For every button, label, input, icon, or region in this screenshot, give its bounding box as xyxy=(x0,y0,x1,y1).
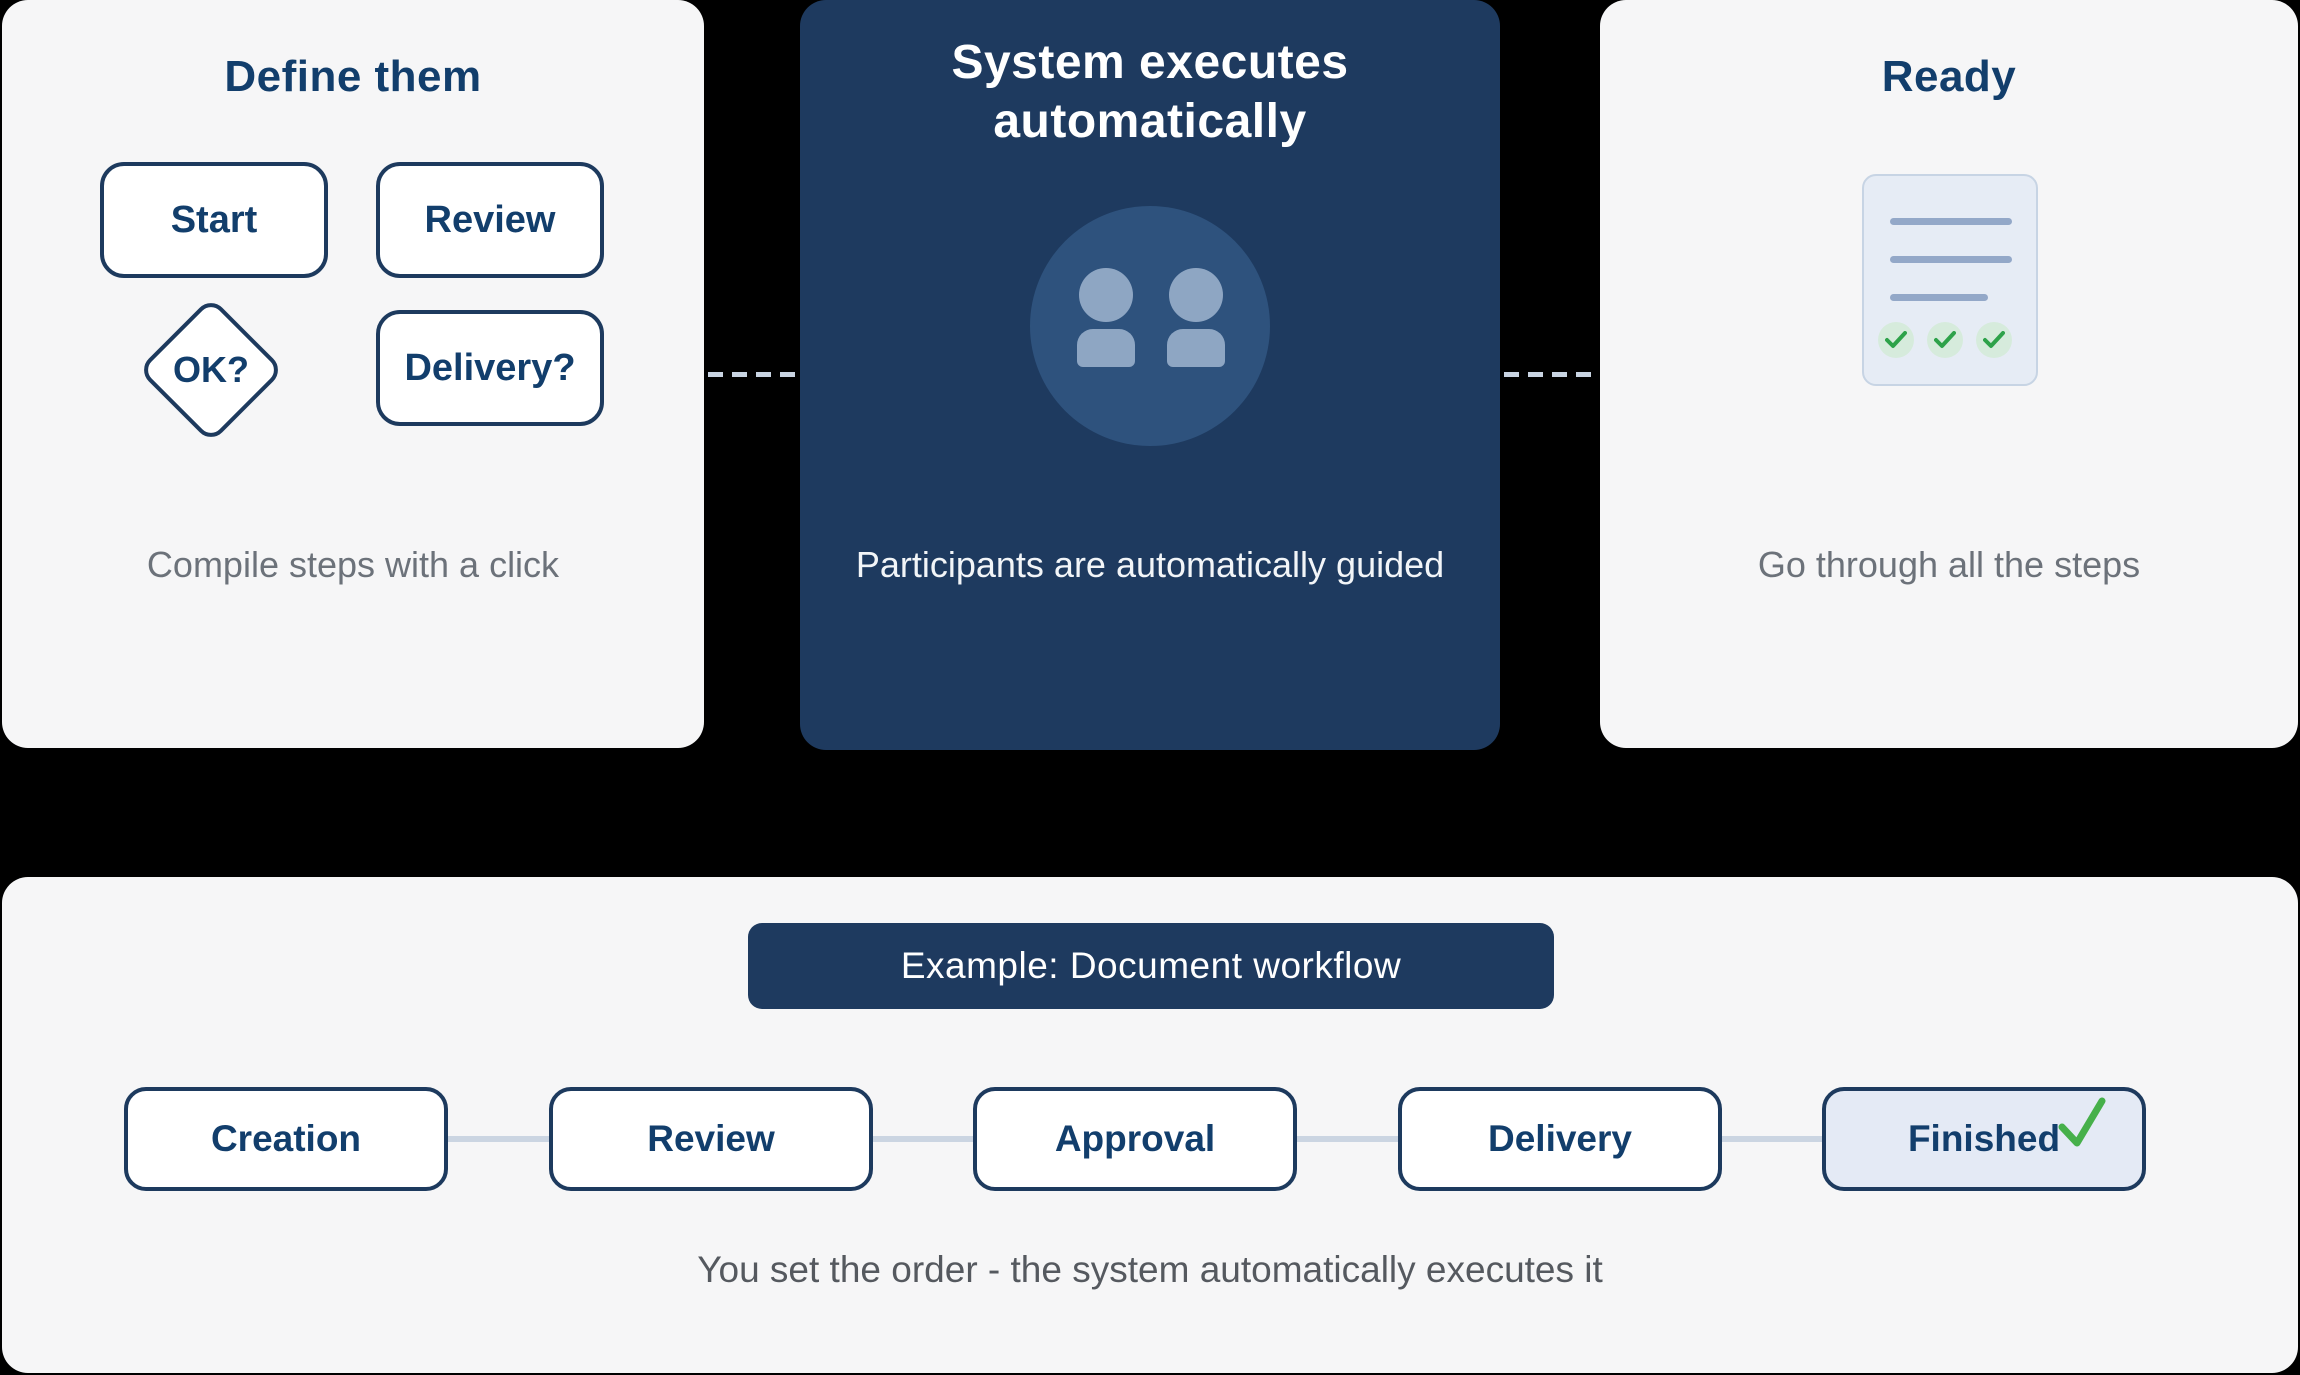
flow-shape-label: Delivery? xyxy=(404,346,576,389)
card-system-executes: System executes automatically Participan… xyxy=(800,0,1500,750)
document-with-checks-icon xyxy=(1862,174,2038,386)
example-badge: Example: Document workflow xyxy=(748,923,1554,1009)
step-connector xyxy=(1722,1136,1824,1142)
workflow-step-creation: Creation xyxy=(124,1087,448,1191)
card-example-workflow: Example: Document workflow Creation Revi… xyxy=(2,877,2298,1373)
workflow-step-review: Review xyxy=(549,1087,873,1191)
workflow-step-delivery: Delivery xyxy=(1398,1087,1722,1191)
card-caption: Compile steps with a click xyxy=(146,544,560,585)
workflow-step-label: Review xyxy=(647,1118,775,1159)
card-caption: Participants are automatically guided xyxy=(855,544,1445,585)
user-body xyxy=(1077,329,1135,367)
workflow-step-label: Finished xyxy=(1907,1118,2061,1159)
check-circle-icon xyxy=(1878,322,1914,358)
user-head xyxy=(1079,268,1133,322)
user-icon xyxy=(1077,268,1135,367)
flow-shape-delivery: Delivery? xyxy=(376,310,604,426)
card-title: Define them xyxy=(224,52,482,101)
check-circle-icon xyxy=(1927,322,1963,358)
card-caption: Go through all the steps xyxy=(1757,544,2141,585)
workflow-step-approval: Approval xyxy=(973,1087,1297,1191)
dashed-connector xyxy=(708,372,796,377)
example-caption: You set the order - the system automatic… xyxy=(697,1249,1603,1290)
user-icon xyxy=(1167,268,1225,367)
dashed-connector xyxy=(1504,372,1596,377)
step-connector xyxy=(873,1136,975,1142)
document-text-line xyxy=(1890,294,1988,301)
flow-shape-decision-diamond: OK? xyxy=(137,296,285,444)
card-title-line1: System executes xyxy=(951,36,1349,89)
workflow-step-label: Delivery xyxy=(1488,1118,1632,1159)
workflow-step-finished: Finished xyxy=(1822,1087,2146,1191)
user-head xyxy=(1169,268,1223,322)
card-title: System executes automatically xyxy=(800,34,1500,151)
green-check-icon xyxy=(2058,1097,2106,1147)
check-circle-icon xyxy=(1976,322,2012,358)
user-body xyxy=(1167,329,1225,367)
flow-shape-label: Start xyxy=(170,198,258,241)
document-text-line xyxy=(1890,218,2012,225)
example-badge-label: Example: Document workflow xyxy=(900,945,1402,986)
card-ready: Ready Go through all the steps xyxy=(1600,0,2298,748)
flow-shape-review: Review xyxy=(376,162,604,278)
workflow-step-label: Creation xyxy=(210,1118,362,1159)
flow-shape-label: Review xyxy=(424,198,556,241)
step-connector xyxy=(448,1136,550,1142)
document-text-line xyxy=(1890,256,2012,263)
flow-shape-label: OK? xyxy=(173,349,249,390)
flow-shape-start: Start xyxy=(100,162,328,278)
card-title: Ready xyxy=(1881,52,2017,101)
step-connector xyxy=(1297,1136,1400,1142)
workflow-step-label: Approval xyxy=(1054,1118,1216,1159)
card-define-steps: Define them Start Review OK? Delivery? C… xyxy=(2,0,704,748)
card-title-line2: automatically xyxy=(993,94,1307,148)
accent-circle xyxy=(1030,206,1270,446)
